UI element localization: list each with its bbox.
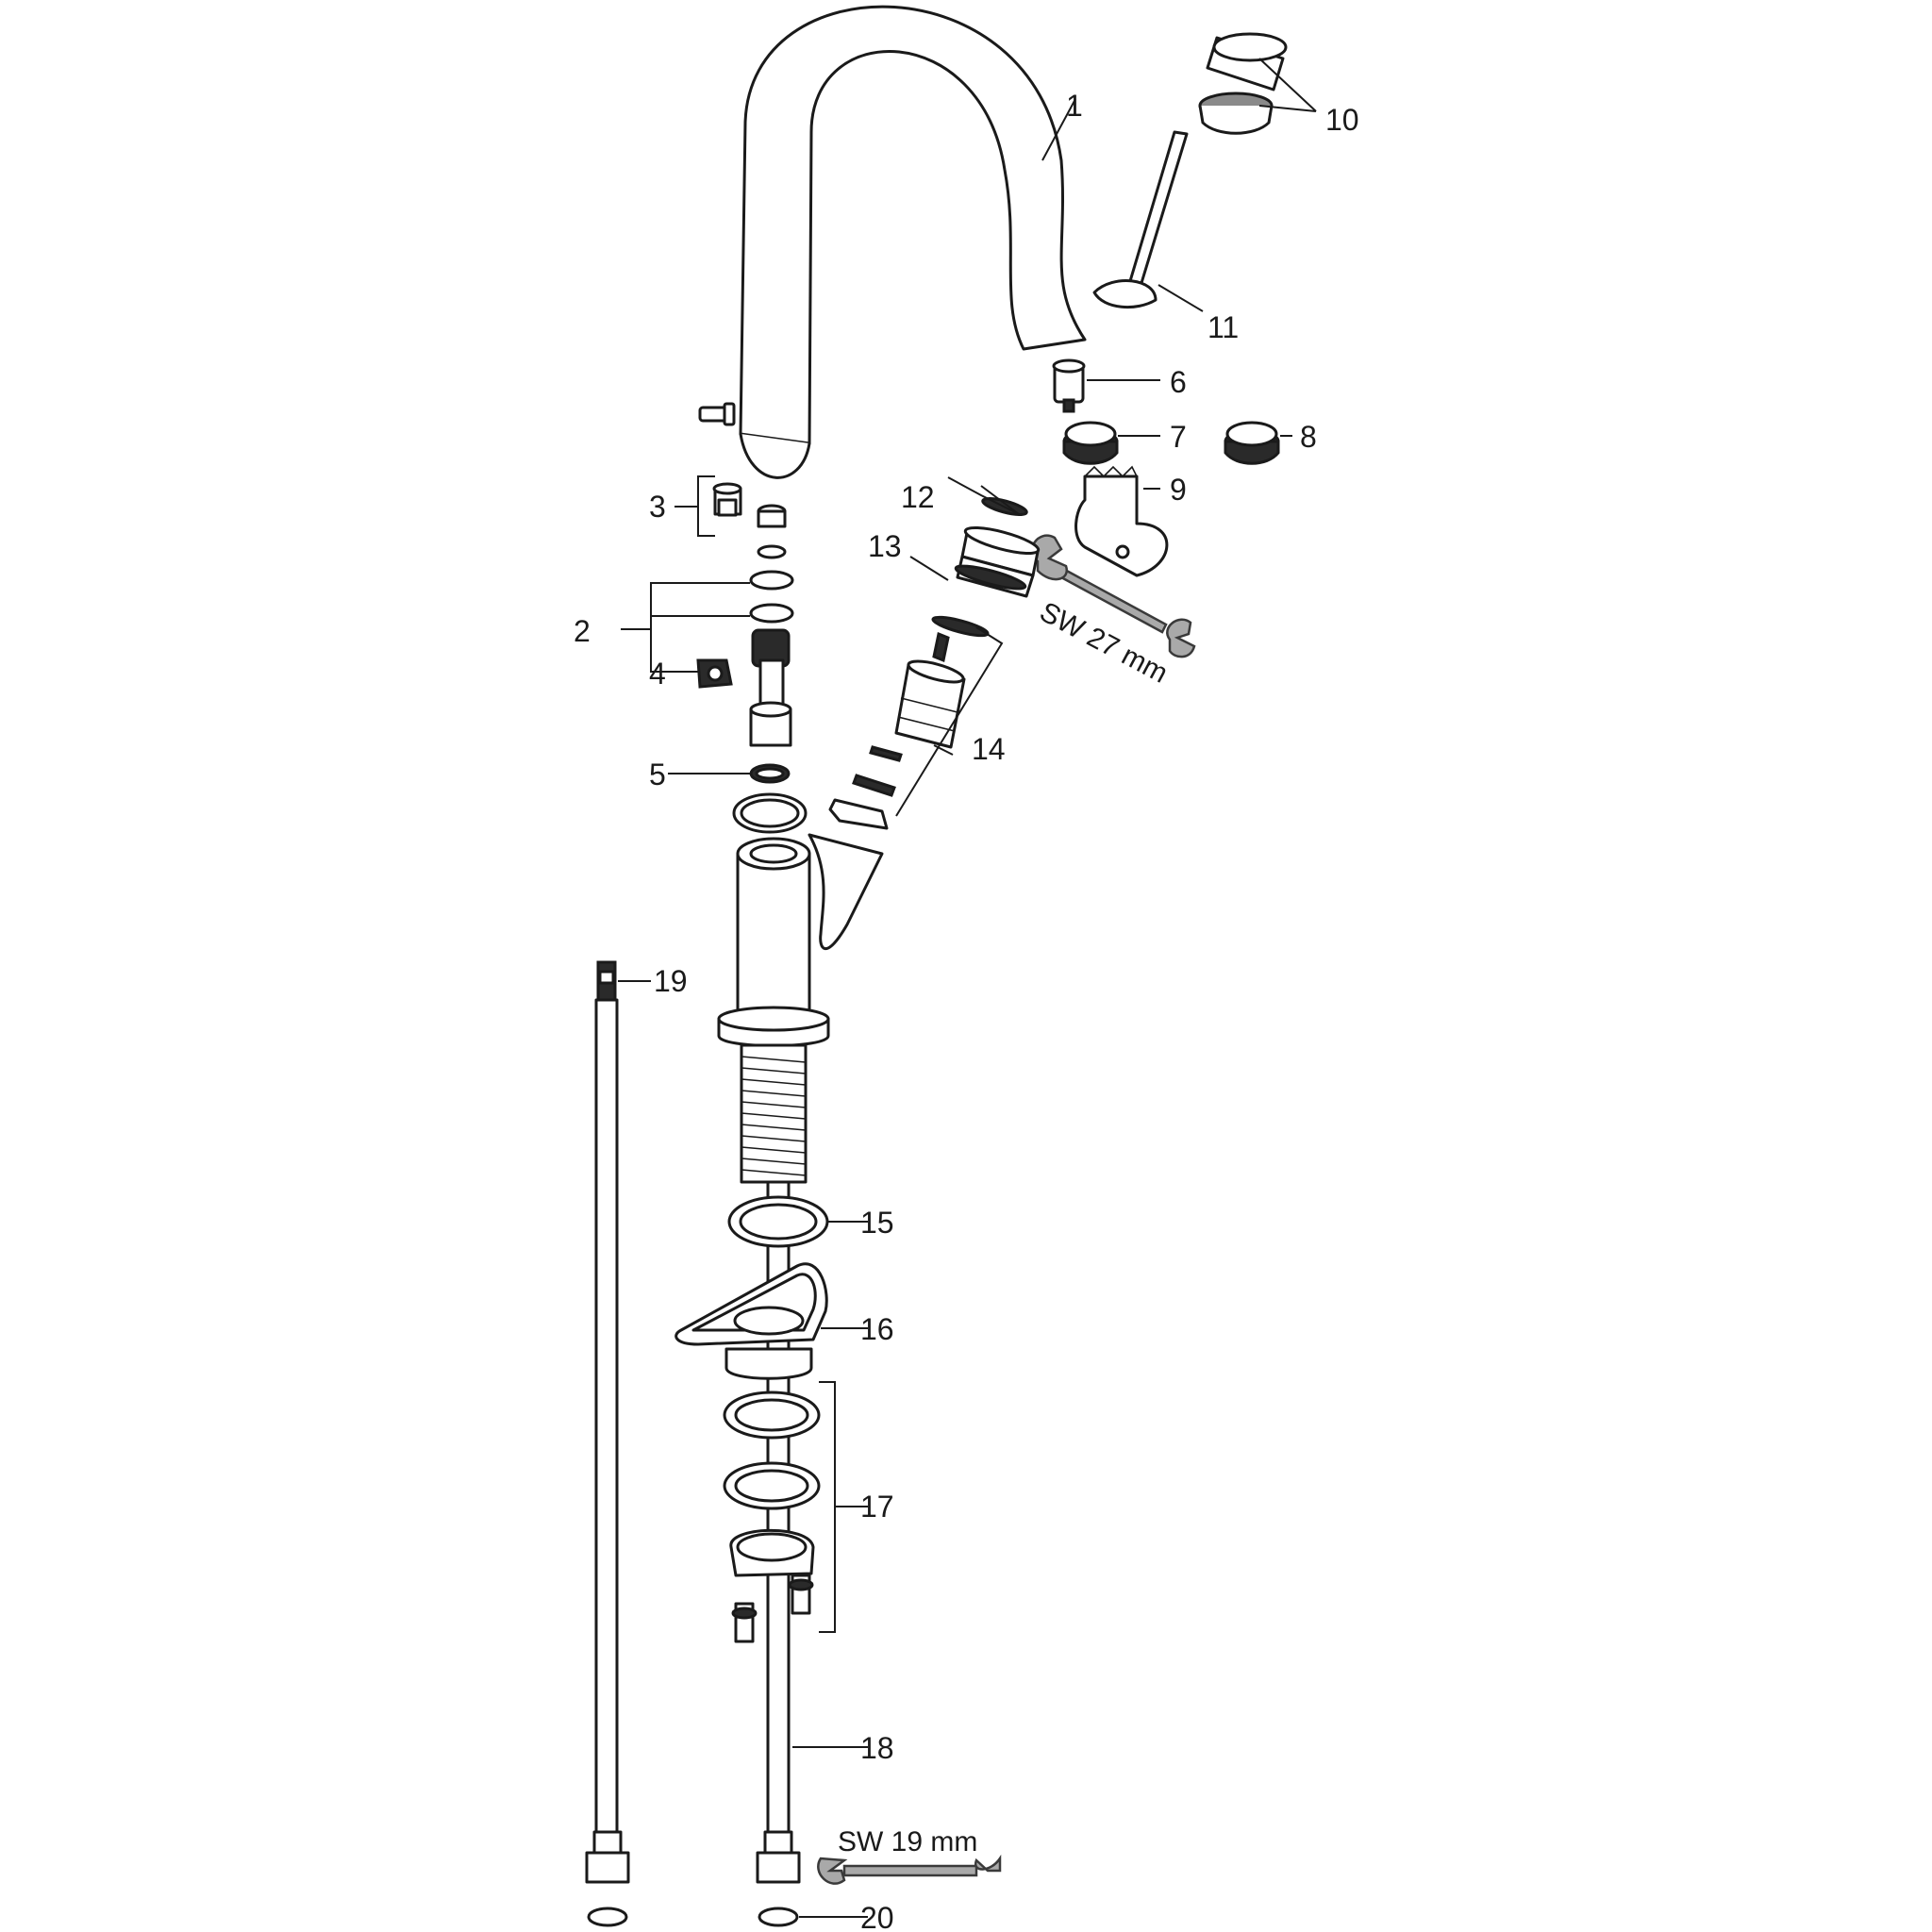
- fitting-3: [712, 482, 742, 517]
- callout-1: 1: [1066, 89, 1083, 123]
- callout-10: 10: [1325, 103, 1359, 137]
- aerator-housing: [1198, 32, 1288, 135]
- callout-6: 6: [1170, 365, 1187, 399]
- wrench-sw19-label: SW 19 mm: [838, 1826, 977, 1857]
- fixing-set-17: [723, 1391, 821, 1643]
- callout-16: 16: [860, 1312, 894, 1346]
- base-ring: [732, 792, 808, 834]
- mixer-body: [717, 833, 884, 1047]
- callout-12: 12: [901, 480, 935, 514]
- callout-15: 15: [860, 1206, 894, 1240]
- connector-stack: [749, 504, 794, 747]
- callout-9: 9: [1170, 473, 1187, 507]
- wrench-sw27-icon: [1030, 534, 1196, 658]
- callout-4: 4: [649, 657, 666, 691]
- callout-7: 7: [1170, 420, 1187, 454]
- grub-screw: [698, 402, 736, 426]
- hose-19: [594, 960, 619, 1834]
- o-ring-5: [749, 763, 791, 784]
- callout-labels: 1 2 3 4 5 6 7 8 9 10 11 12 13 14 15 16 1…: [574, 89, 1359, 1932]
- callout-13: 13: [868, 529, 902, 563]
- clip-4: [696, 658, 733, 689]
- hose-end-left: [585, 1830, 630, 1927]
- callout-17: 17: [860, 1490, 894, 1524]
- threaded-shank: [740, 1043, 808, 1184]
- callout-19: 19: [654, 964, 688, 998]
- hose-end-center: [756, 1830, 801, 1927]
- spout: [739, 5, 1087, 479]
- spout-insert: [1052, 358, 1086, 413]
- cartridge-nut: [954, 497, 1041, 598]
- aerator-key: [1074, 465, 1169, 577]
- callout-2: 2: [574, 614, 591, 648]
- callout-14: 14: [972, 732, 1006, 766]
- callout-20: 20: [860, 1901, 894, 1932]
- wrench-sw19-icon: [817, 1854, 1002, 1885]
- callout-18: 18: [860, 1731, 894, 1765]
- callout-11: 11: [1208, 310, 1239, 344]
- callout-5: 5: [649, 758, 666, 791]
- callout-8: 8: [1300, 420, 1317, 454]
- callout-3: 3: [649, 490, 666, 524]
- washer-15: [727, 1195, 829, 1248]
- leader-lines: [618, 58, 1317, 1918]
- flow-restrictor-stem: [1092, 130, 1189, 309]
- aerator-8: [1224, 421, 1280, 465]
- wrench-sw27-label: SW 27 mm: [1035, 596, 1173, 690]
- aerator-7: [1062, 421, 1119, 465]
- base-plate-16: [675, 1262, 828, 1380]
- mixer-cartridge: [828, 615, 990, 830]
